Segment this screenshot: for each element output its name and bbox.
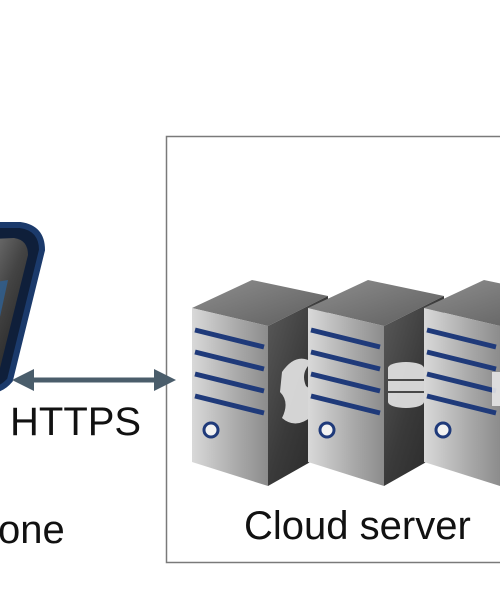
smartphone-icon xyxy=(0,225,42,390)
document-icon xyxy=(492,372,500,406)
server-rack-icon xyxy=(192,280,328,486)
phone-label: one xyxy=(0,510,65,550)
database-icon xyxy=(388,362,424,408)
server-rack-icon xyxy=(308,280,444,486)
https-label: HTTPS xyxy=(10,402,141,442)
server-rack-icon xyxy=(424,280,500,486)
https-connection-arrow xyxy=(12,369,176,391)
cloud-server-label: Cloud server xyxy=(244,506,471,546)
